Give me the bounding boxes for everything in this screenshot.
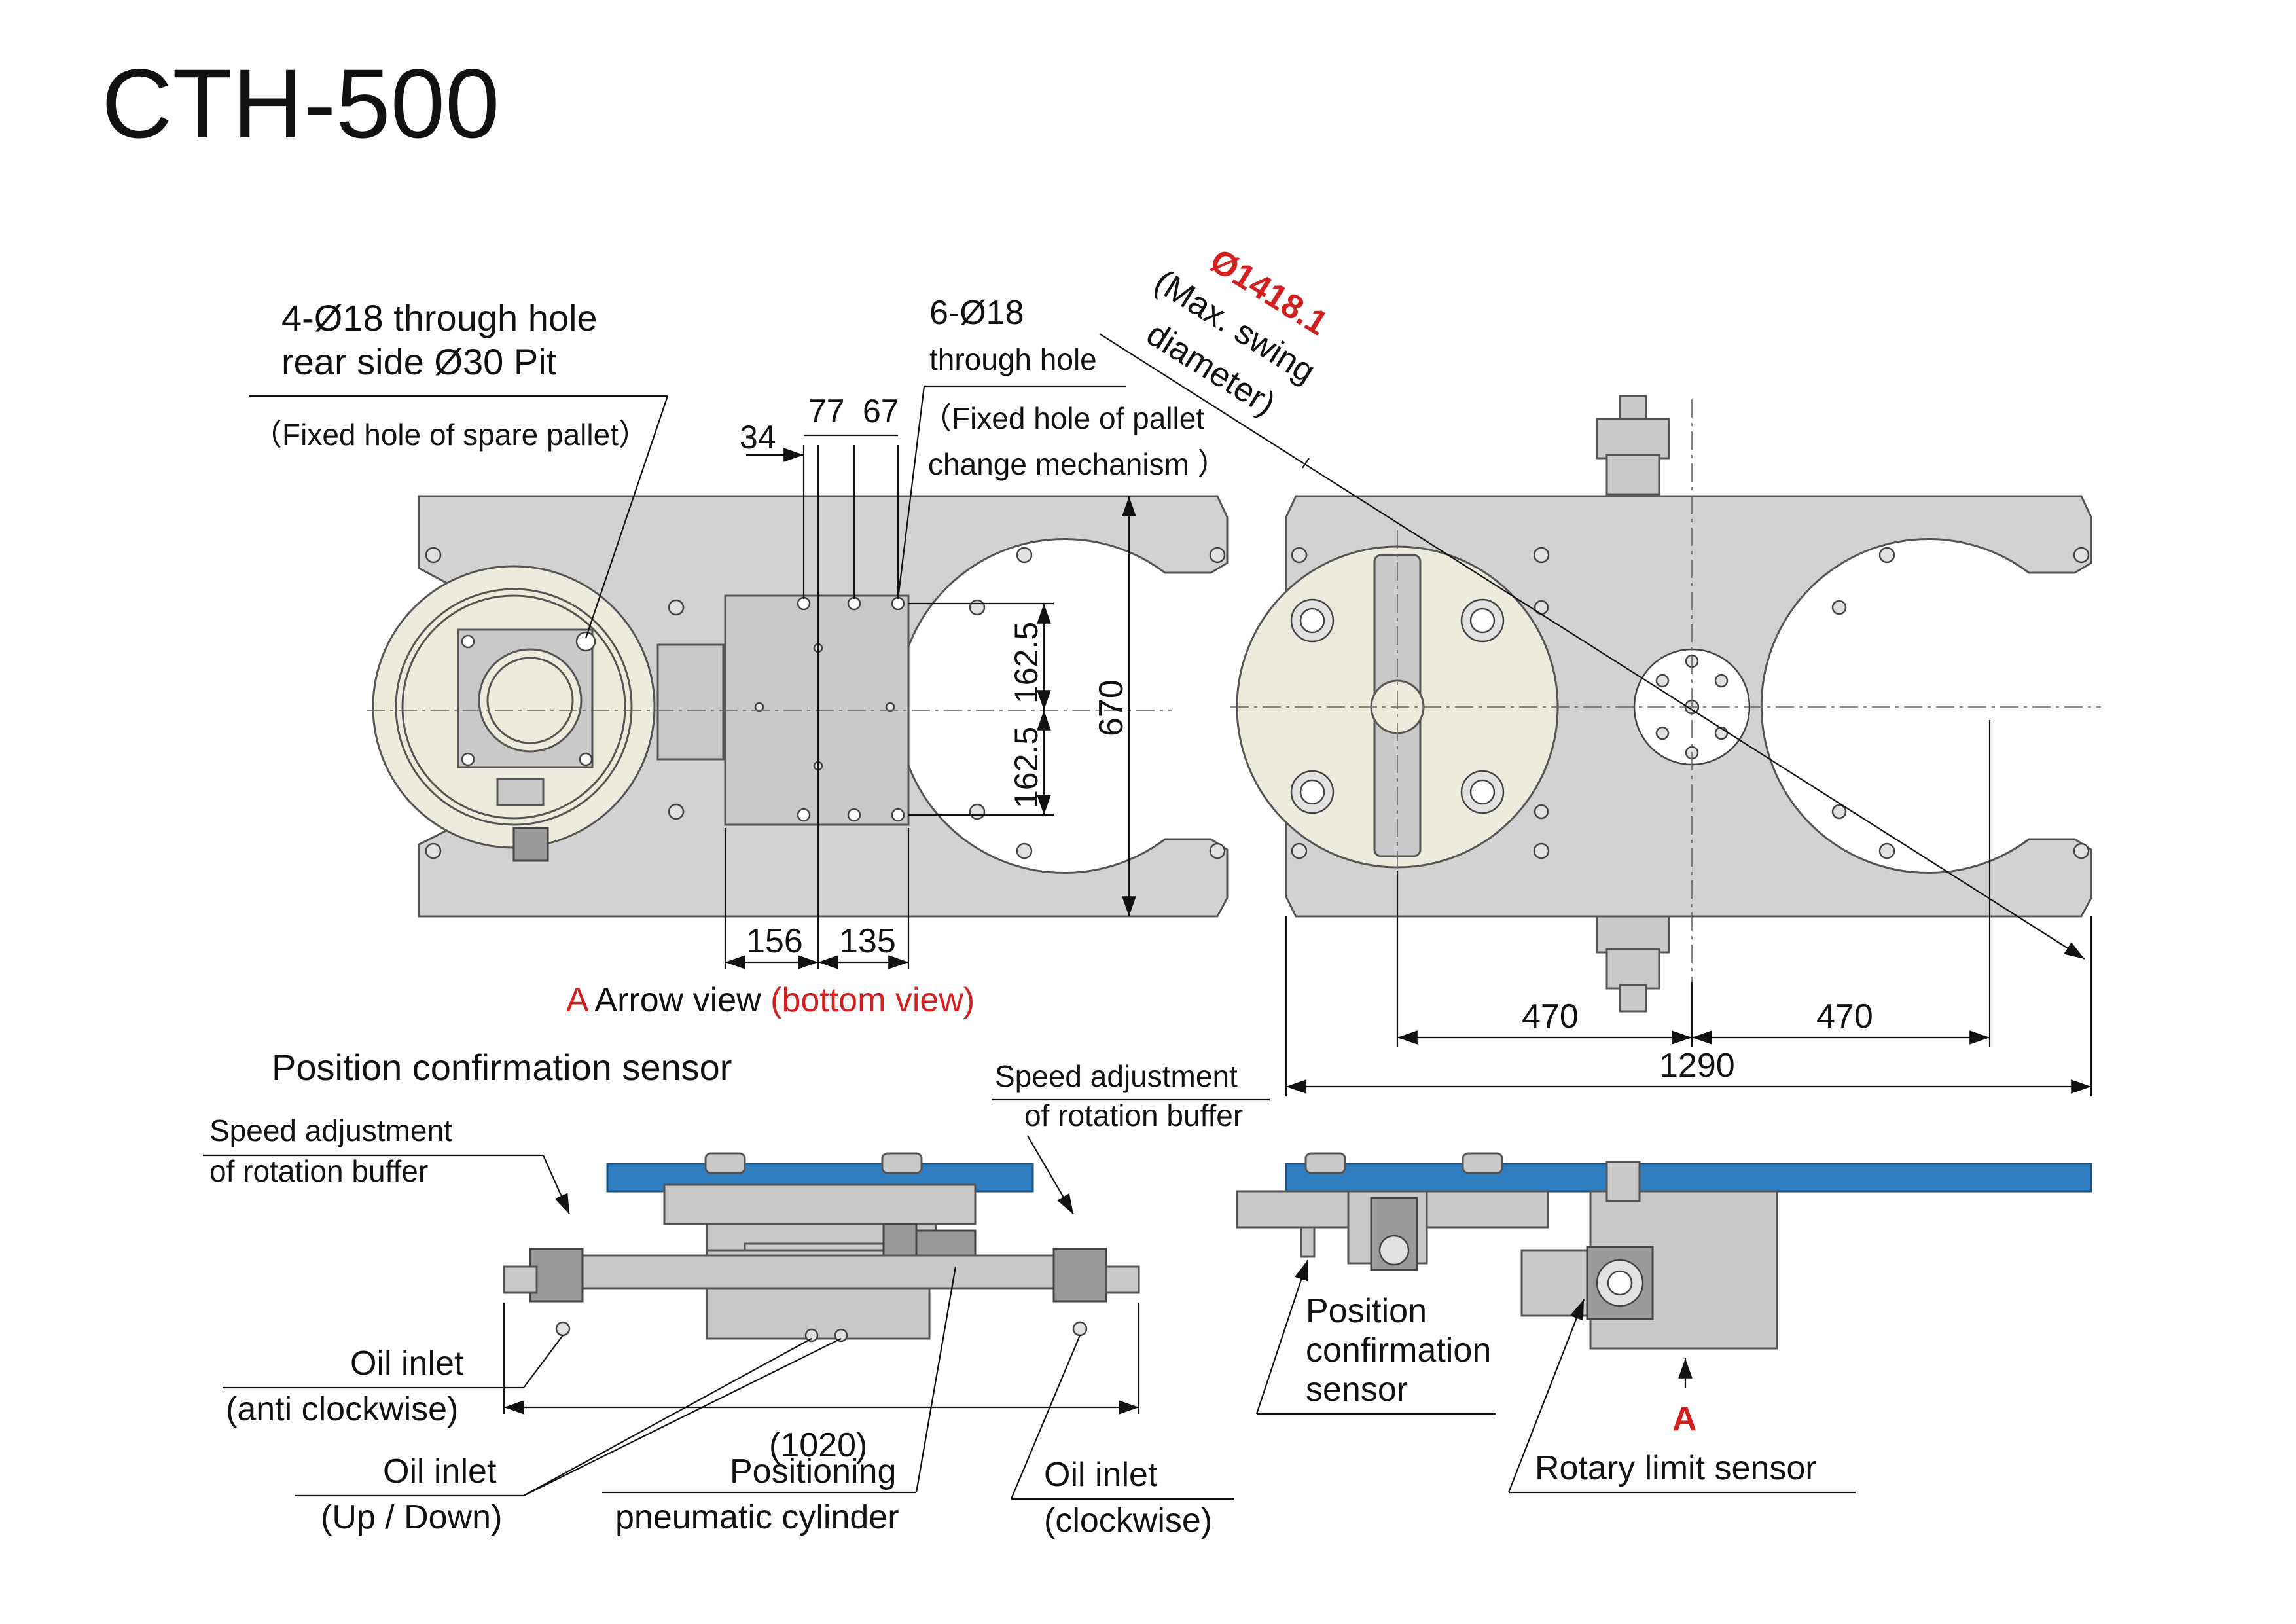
dim-77: 77	[808, 393, 845, 429]
front-view-rotary-cylinder	[535, 1254, 1107, 1290]
view-a-marker: A	[1672, 1400, 1697, 1438]
dim-67: 67	[863, 393, 899, 429]
through-hole-4-line1: 4-Ø18 through hole	[281, 297, 598, 338]
oil-inlet-ud-line2: (Up / Down)	[321, 1498, 502, 1536]
bottom-view	[367, 495, 1229, 962]
through-hole-6-line1: 6-Ø18	[929, 294, 1024, 332]
front-view	[503, 1152, 1140, 1343]
speed-adj-right-line1: Speed adjustment	[995, 1059, 1238, 1093]
front-view-labels: Position confirmation sensor Speed adjus…	[203, 1047, 1270, 1540]
through-hole-6-note2: change mechanism ）	[928, 447, 1228, 481]
drawing-title: CTH-500	[101, 48, 500, 158]
oil-inlet-acw-line1: Oil inlet	[350, 1344, 464, 1382]
callout-4-through-hole: 4-Ø18 through hole rear side Ø30 Pit （Fi…	[249, 297, 669, 639]
through-hole-6-line2: through hole	[929, 342, 1097, 376]
positioning-line1: Positioning	[730, 1453, 896, 1490]
bottom-view-dimensions: 34 77 67 156 135 162.5 162.5 670 A Arrow…	[566, 393, 1136, 1019]
bottom-view-side-housing	[656, 643, 725, 761]
dim-156: 156	[746, 922, 803, 960]
pos-conf-line2: confirmation	[1306, 1331, 1491, 1369]
dim-1290: 1290	[1659, 1047, 1735, 1085]
callout-6-through-hole: 6-Ø18 through hole （Fixed hole of pallet…	[897, 294, 1228, 600]
side-view-blue-pallet	[1285, 1163, 2092, 1193]
dim-670: 670	[1092, 679, 1130, 736]
speed-adj-left-line1: Speed adjustment	[209, 1113, 452, 1147]
dim-135: 135	[839, 922, 896, 960]
top-view	[1230, 395, 2101, 1021]
oil-inlet-cw-line2: (clockwise)	[1044, 1502, 1212, 1540]
arrow-view-caption: A Arrow view (bottom view)	[566, 981, 975, 1019]
dim-1020: (1020)	[769, 1426, 867, 1464]
speed-adj-right-line2: of rotation buffer	[1024, 1098, 1243, 1132]
dim-34: 34	[740, 419, 776, 456]
top-view-dimensions: 470 470 1290	[1285, 720, 2092, 1096]
side-view-labels: Position confirmation sensor A Rotary li…	[1255, 1259, 1856, 1494]
speed-adj-left-line2: of rotation buffer	[209, 1154, 428, 1188]
oil-inlet-acw-line2: (anti clockwise)	[226, 1390, 458, 1428]
positioning-line2: pneumatic cylinder	[615, 1498, 899, 1536]
dim-162-5-bottom: 162.5	[1008, 727, 1045, 808]
rotary-limit-sensor-label: Rotary limit sensor	[1535, 1449, 1817, 1487]
pos-conf-line1: Position	[1306, 1292, 1427, 1330]
oil-inlet-ud-line1: Oil inlet	[383, 1453, 497, 1490]
side-view	[1236, 1152, 2092, 1350]
through-hole-4-line2: rear side Ø30 Pit	[281, 341, 557, 382]
position-sensor-heading: Position confirmation sensor	[272, 1047, 732, 1088]
dim-470-left: 470	[1522, 998, 1579, 1036]
through-hole-6-note1: （Fixed hole of pallet	[922, 401, 1204, 435]
dim-470-right: 470	[1816, 998, 1873, 1036]
through-hole-4-note: （Fixed hole of spare pallet）	[252, 418, 649, 452]
oil-inlet-cw-line1: Oil inlet	[1044, 1456, 1158, 1494]
dim-162-5-top: 162.5	[1008, 622, 1045, 704]
pos-conf-line3: sensor	[1306, 1371, 1408, 1409]
